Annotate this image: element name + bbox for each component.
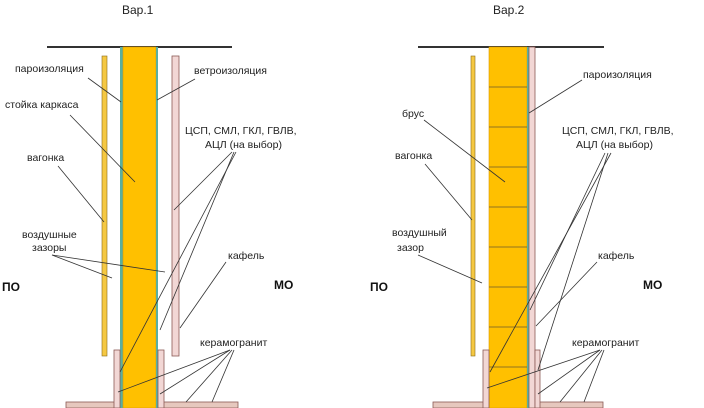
leader-paroizolyaciya xyxy=(87,77,122,103)
lining-board xyxy=(171,55,180,357)
variant-1: Вар.1 пароизоляция стойка каркаса вагонк… xyxy=(2,3,297,408)
frame-post-insulation xyxy=(122,46,157,408)
variant-2: Вар.2 пароизоляция брус вагонка воздушны… xyxy=(370,3,674,408)
keramogranit-plate-left xyxy=(113,349,121,408)
leader-zazory-b xyxy=(51,254,166,273)
label-keramogranit: керамогранит xyxy=(572,337,639,349)
leader-vagonka xyxy=(57,165,105,223)
label-paroizolyaciya: пароизоляция xyxy=(583,69,652,81)
leader-keramo-d xyxy=(583,349,605,403)
leader-keramo-a xyxy=(117,349,231,393)
label-boards-2: АЦЛ (на выбор) xyxy=(205,139,282,151)
label-zazor-1: воздушный xyxy=(392,227,447,239)
label-paroizolyaciya: пароизоляция xyxy=(15,63,84,75)
label-vagonka: вагонка xyxy=(27,152,64,164)
leader-stoyka xyxy=(69,114,136,183)
leader-boards-c xyxy=(119,151,237,373)
label-boards-1: ЦСП, СМЛ, ГКЛ, ГВЛВ, xyxy=(185,125,297,137)
wind-barrier xyxy=(156,47,158,408)
variant-1-title: Вар.1 xyxy=(122,3,154,17)
leader-kafel xyxy=(179,261,227,329)
leader-keramo-c xyxy=(185,349,233,403)
label-vetroizolyaciya: ветроизоляция xyxy=(194,65,267,77)
lining-board xyxy=(528,46,536,408)
leader-boards-c xyxy=(489,152,612,373)
leader-vetroizolyaciya xyxy=(156,78,196,101)
vapor-barrier xyxy=(120,47,123,408)
label-zazory-1: воздушные xyxy=(22,229,77,241)
timber-joints xyxy=(489,86,527,368)
label-boards-1: ЦСП, СМЛ, ГКЛ, ГВЛВ, xyxy=(562,125,674,137)
leader-keramo-b xyxy=(159,349,231,395)
leader-vagonka xyxy=(424,163,473,221)
label-vagonka: вагонка xyxy=(395,150,432,162)
leader-paroizolyaciya xyxy=(528,79,583,114)
timber-wall xyxy=(488,46,528,408)
leader-keramo-c xyxy=(559,349,603,403)
leader-brus xyxy=(423,119,506,183)
side-right-label: МО xyxy=(643,278,662,292)
leader-zazory-a xyxy=(51,254,113,279)
label-kafel: кафель xyxy=(228,250,265,262)
leader-kafel xyxy=(535,261,598,327)
leader-boards-a xyxy=(173,151,233,211)
variant-2-title: Вар.2 xyxy=(493,3,525,17)
vapor-barrier xyxy=(527,47,529,408)
keramogranit-plate-left xyxy=(482,349,490,408)
leader-keramo-b xyxy=(537,349,601,395)
side-left-label: ПО xyxy=(2,280,20,294)
label-brus: брус xyxy=(402,108,424,120)
leader-keramo-d xyxy=(211,349,235,403)
keramogranit-plate-right xyxy=(157,349,165,408)
label-stoyka: стойка каркаса xyxy=(5,99,79,111)
leader-keramo-a xyxy=(486,349,601,389)
leader-boards-b xyxy=(537,152,609,371)
leader-zazor xyxy=(417,254,483,284)
label-kafel: кафель xyxy=(598,250,635,262)
keramogranit-plate-right xyxy=(534,349,541,408)
side-left-label: ПО xyxy=(370,280,388,294)
side-right-label: МО xyxy=(274,278,293,292)
leader-boards-b xyxy=(159,151,235,331)
label-boards-2: АЦЛ (на выбор) xyxy=(576,139,653,151)
label-keramogranit: керамогранит xyxy=(200,337,267,349)
label-zazory-2: зазоры xyxy=(32,242,66,254)
label-zazor-2: зазор xyxy=(397,242,424,254)
wagonka-board xyxy=(101,55,108,357)
wagonka-board xyxy=(470,55,476,357)
